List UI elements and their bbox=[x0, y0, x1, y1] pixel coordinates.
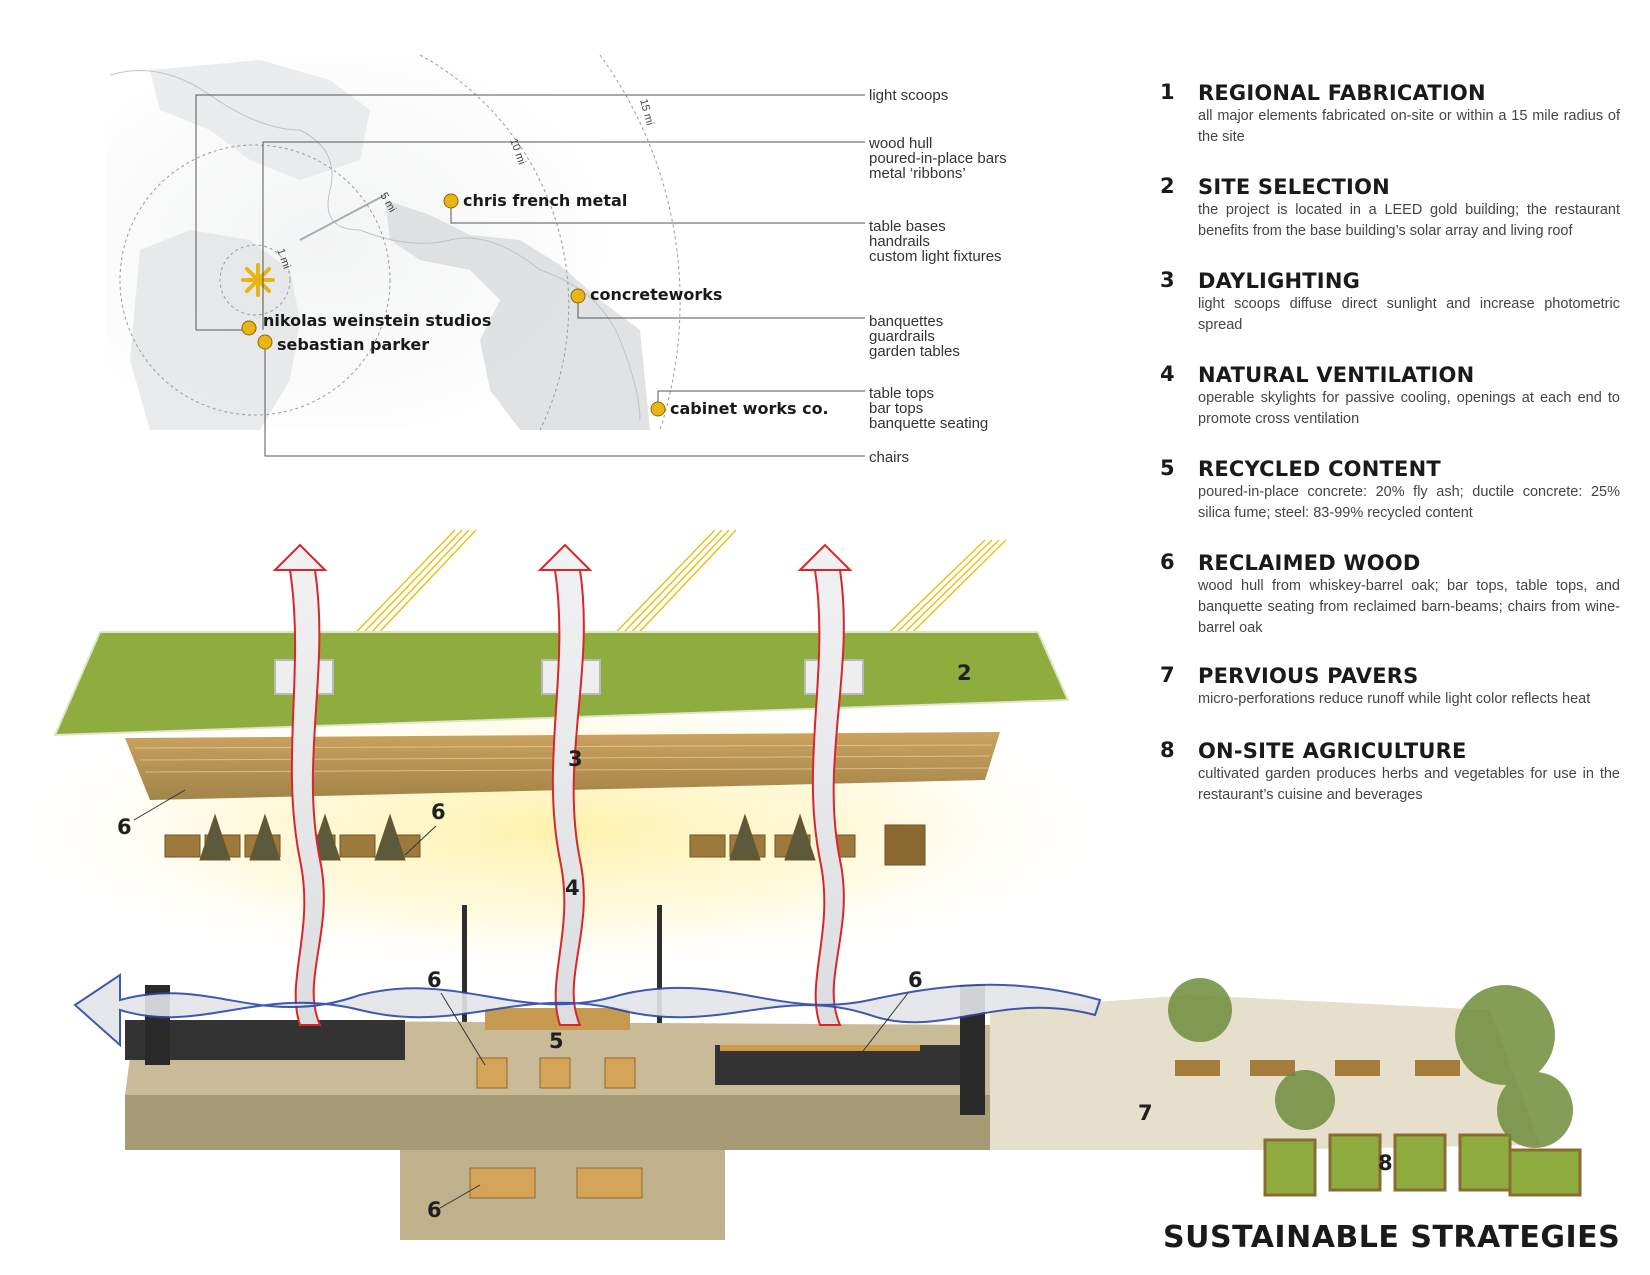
trees bbox=[1168, 978, 1573, 1148]
right-dark-bar bbox=[715, 1045, 985, 1085]
strategy-number: 1 bbox=[1160, 80, 1175, 104]
role-label: table tops bbox=[869, 385, 934, 402]
role-label: handrails bbox=[869, 233, 930, 250]
upper-seating-right bbox=[689, 813, 926, 866]
strategy-title: RECLAIMED WOOD bbox=[1198, 551, 1421, 575]
role-label: guardrails bbox=[869, 328, 935, 345]
ring-1mi bbox=[219, 244, 291, 316]
airflow-arrow-right bbox=[797, 543, 853, 1026]
strategy-description: cultivated garden produces herbs and veg… bbox=[1198, 766, 1620, 803]
callout-reclaimed-wood-hull: 6 bbox=[117, 815, 132, 839]
callout-reclaimed-wood-tables: 6 bbox=[427, 968, 442, 992]
strategy-number: 8 bbox=[1160, 738, 1175, 762]
garden-tables bbox=[1175, 1060, 1460, 1076]
supplier-name-nikolas-weinstein: nikolas weinstein studios bbox=[263, 311, 491, 330]
supplier-dot-sebastian-parker bbox=[257, 334, 273, 350]
callout-reclaimed-wood-seating: 6 bbox=[431, 800, 446, 824]
land-mass-east-bay bbox=[385, 200, 650, 430]
airflow-arrow-left bbox=[272, 543, 328, 1026]
strategy-number: 5 bbox=[1160, 456, 1175, 480]
strategy-description: wood hull from whiskey-barrel oak; bar t… bbox=[1198, 578, 1620, 636]
strategy-description: the project is located in a LEED gold bu… bbox=[1198, 202, 1620, 239]
strategy-number: 6 bbox=[1160, 550, 1175, 574]
strategy-item: 8 ON-SITE AGRICULTURE cultivated garden … bbox=[1160, 738, 1620, 832]
ring-5mi bbox=[119, 144, 391, 416]
bar-top-right bbox=[720, 1045, 920, 1051]
callout-reclaimed-wood-lower: 6 bbox=[427, 1198, 442, 1222]
supplier-dot-nikolas-weinstein bbox=[241, 320, 257, 336]
supplier-name-sebastian-parker: sebastian parker bbox=[277, 335, 429, 354]
strategy-title: DAYLIGHTING bbox=[1198, 269, 1361, 293]
strategy-item: 7 PERVIOUS PAVERS micro-perforations red… bbox=[1160, 663, 1620, 738]
strategy-number: 7 bbox=[1160, 663, 1175, 687]
role-label: chairs bbox=[869, 449, 909, 466]
strategy-item: 1 REGIONAL FABRICATION all major element… bbox=[1160, 80, 1620, 174]
garden-beds bbox=[1263, 1133, 1582, 1197]
callout-daylighting: 3 bbox=[568, 747, 583, 771]
regional-map: 1 mi 5 mi 10 mi 15 mi chris french metal bbox=[105, 54, 1007, 466]
role-label: custom light fixtures bbox=[869, 248, 1002, 265]
steel-post-left bbox=[462, 905, 467, 1030]
site-star-icon bbox=[241, 263, 275, 297]
strategy-number: 2 bbox=[1160, 174, 1175, 198]
strategy-description: all major elements fabricated on-site or… bbox=[1198, 108, 1620, 145]
role-label: banquette seating bbox=[869, 415, 988, 432]
role-label: banquettes bbox=[869, 313, 943, 330]
left-dark-wall bbox=[125, 1020, 405, 1060]
strategy-title: RECYCLED CONTENT bbox=[1198, 457, 1441, 481]
callout-garden: 8 bbox=[1378, 1151, 1393, 1175]
role-label: metal ‘ribbons’ bbox=[869, 165, 966, 182]
strategy-title: SITE SELECTION bbox=[1198, 175, 1390, 199]
strategy-title: REGIONAL FABRICATION bbox=[1198, 81, 1486, 105]
callout-ventilation: 4 bbox=[565, 876, 580, 900]
callout-leaders bbox=[133, 789, 909, 1209]
strategy-description: micro-perforations reduce runoff while l… bbox=[1198, 691, 1591, 707]
strategy-item: 4 NATURAL VENTILATION operable skylights… bbox=[1160, 362, 1620, 456]
strategy-title: PERVIOUS PAVERS bbox=[1198, 664, 1419, 688]
lower-dining-pit bbox=[400, 1150, 725, 1240]
strategy-title: NATURAL VENTILATION bbox=[1198, 363, 1475, 387]
callout-reclaimed-wood-bar: 6 bbox=[908, 968, 923, 992]
strategy-item: 2 SITE SELECTION the project is located … bbox=[1160, 174, 1620, 268]
strategy-item: 5 RECYCLED CONTENT poured-in-place concr… bbox=[1160, 456, 1620, 550]
leader-lines bbox=[195, 94, 865, 457]
strategies-list: 1 REGIONAL FABRICATION all major element… bbox=[1160, 80, 1620, 832]
supplier-name-concreteworks: concreteworks bbox=[590, 285, 722, 304]
strategy-item: 6 RECLAIMED WOOD wood hull from whiskey-… bbox=[1160, 550, 1620, 663]
strategy-item: 3 DAYLIGHTING light scoops diffuse direc… bbox=[1160, 268, 1620, 362]
page-title: SUSTAINABLE STRATEGIES bbox=[1163, 1220, 1621, 1255]
callout-pervious-pavers: 7 bbox=[1138, 1101, 1153, 1125]
land-mass-north bbox=[150, 60, 370, 180]
role-label: garden tables bbox=[869, 343, 960, 360]
coastline bbox=[109, 70, 641, 421]
supplier-dot-chris-french-metal bbox=[443, 193, 459, 209]
callout-recycled-concrete: 5 bbox=[549, 1029, 564, 1053]
ring-10mi bbox=[419, 54, 570, 431]
supplier-name-cabinet-works: cabinet works co. bbox=[670, 399, 829, 418]
strategy-number: 3 bbox=[1160, 268, 1175, 292]
strategy-description: operable skylights for passive cooling, … bbox=[1198, 390, 1620, 427]
strategy-description: light scoops diffuse direct sunlight and… bbox=[1198, 296, 1620, 333]
airflow-arrow-middle bbox=[537, 543, 593, 1026]
role-label: table bases bbox=[869, 218, 946, 235]
role-label: bar tops bbox=[869, 400, 923, 417]
steel-post-right bbox=[657, 905, 662, 1030]
supplier-name-chris-french-metal: chris french metal bbox=[463, 191, 627, 210]
strategy-number: 4 bbox=[1160, 362, 1175, 386]
bay-bridge bbox=[299, 194, 386, 241]
building-axonometric bbox=[0, 529, 1582, 1240]
strategy-description: poured-in-place concrete: 20% fly ash; d… bbox=[1198, 484, 1620, 521]
ventilation-arrows bbox=[272, 543, 853, 1026]
role-label: light scoops bbox=[869, 87, 948, 104]
role-label: wood hull bbox=[868, 135, 932, 152]
supplier-dot-concreteworks bbox=[570, 288, 586, 304]
ground-tables bbox=[469, 1057, 643, 1199]
supplier-dot-cabinet-works bbox=[650, 401, 666, 417]
role-label: poured-in-place bars bbox=[869, 150, 1007, 167]
strategy-title: ON-SITE AGRICULTURE bbox=[1198, 739, 1467, 763]
ring-15mi bbox=[599, 54, 681, 431]
callout-living-roof: 2 bbox=[957, 661, 972, 685]
